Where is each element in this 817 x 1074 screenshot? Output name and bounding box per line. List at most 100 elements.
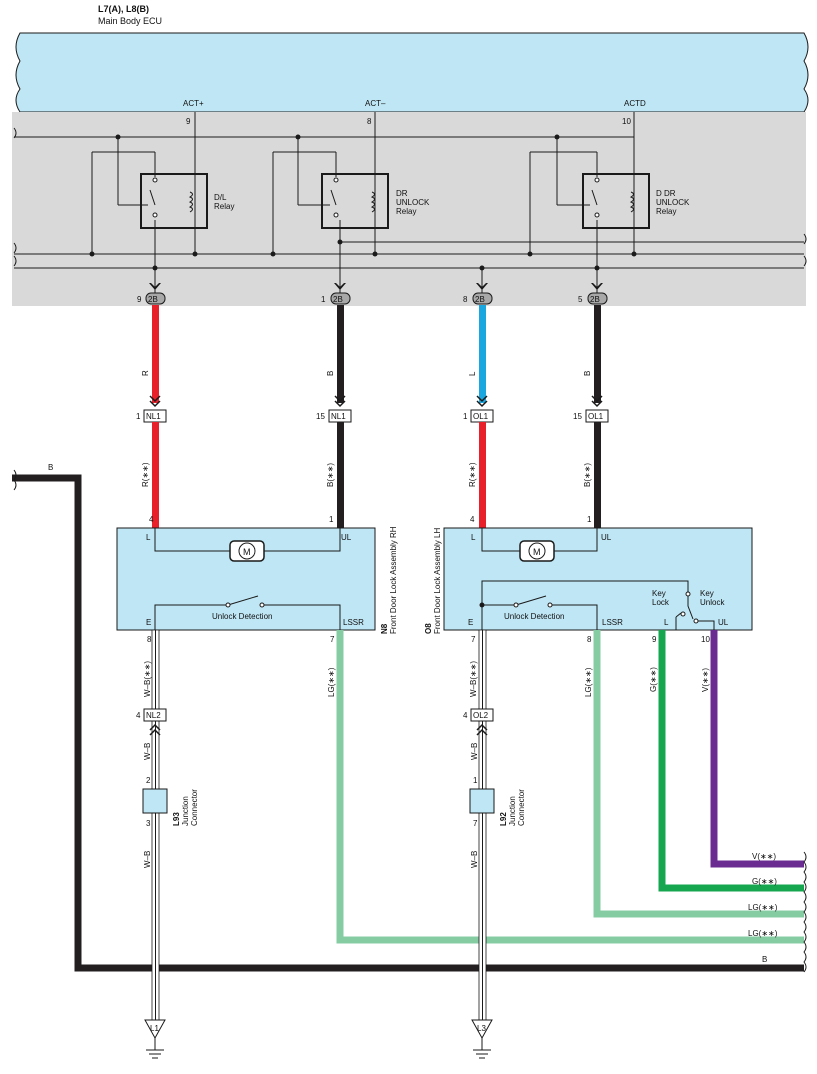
ecu-pin-arrows	[149, 283, 603, 290]
l92-id: L92	[499, 812, 508, 826]
rh-pin-4: 4	[149, 515, 154, 524]
rh-id: N8	[380, 623, 389, 634]
ecu-break-right	[803, 233, 807, 267]
right-wire-labels: V(∗∗) G(∗∗) LG(∗∗) LG(∗∗)	[748, 852, 778, 938]
actuator-rh: 4 1 L UL M Unlock Detection E LSSR 8 7 N…	[116, 515, 398, 644]
l93-name: JunctionConnector	[181, 789, 199, 826]
conn-nl1-b: NL1	[331, 412, 346, 421]
l93-id: L93	[172, 812, 181, 826]
wire-label-b-ss-2: B(∗∗)	[583, 463, 592, 487]
conn-nl2: NL2	[146, 711, 161, 720]
rh-motor-icon: M	[243, 547, 251, 557]
right-label-lg-2: LG(∗∗)	[748, 929, 778, 938]
terminal-act-minus-pin: 8	[367, 117, 372, 126]
label-wb-rh: W–B(∗∗)	[143, 661, 152, 697]
rh-pin-7: 7	[330, 635, 335, 644]
conn-ol2: OL2	[473, 711, 489, 720]
pin-2b-3-num: 8	[463, 295, 468, 304]
rh-switch-label: Unlock Detection	[212, 612, 272, 621]
top-wires	[152, 305, 601, 403]
right-label-v: V(∗∗)	[752, 852, 776, 861]
conn-nl1-b-pin: 15	[316, 412, 325, 421]
right-label-g: G(∗∗)	[752, 877, 777, 886]
lh-name: Front Door Lock Assembly LH	[433, 528, 442, 634]
l92-pin-out: 7	[473, 819, 478, 828]
label-lg-rh: LG(∗∗)	[327, 667, 336, 697]
ecu-body	[15, 32, 809, 113]
wire-label-b-2: B	[583, 371, 592, 376]
label-v-lh: V(∗∗)	[701, 668, 710, 692]
ground-l1-label: L1	[150, 1024, 159, 1033]
pin-2b-1-num: 9	[137, 295, 142, 304]
conn-nl2-pin: 4	[136, 711, 141, 720]
mid-connectors: NL1 1 NL1 15 OL1 1 OL1 15	[136, 395, 609, 423]
wire-b-top-1	[337, 305, 344, 403]
wire-label-r-ss-1: R(∗∗)	[141, 462, 150, 487]
rh-pin-8: 8	[147, 635, 152, 644]
terminal-act-plus: ACT+	[183, 99, 204, 108]
lh-pin-9: 9	[652, 635, 657, 644]
l93-pin-out: 3	[146, 819, 151, 828]
wire-label-r-ss-2: R(∗∗)	[468, 462, 477, 487]
right-edge-breaks	[803, 851, 807, 973]
lh-pin-7: 7	[471, 635, 476, 644]
terminal-act-plus-pin: 9	[186, 117, 191, 126]
left-b-wire: B B	[12, 463, 804, 972]
lh-pin-4: 4	[470, 515, 475, 524]
lh-pin-1: 1	[587, 515, 592, 524]
lh-motor-icon: M	[533, 547, 541, 557]
junction-l92: 1 7 L92 JunctionConnector W–B	[469, 776, 526, 868]
pin-2b-4: 2B	[590, 295, 600, 304]
lh-term-ul: UL	[601, 533, 612, 542]
ecu-name: Main Body ECU	[98, 16, 162, 26]
pin-2b-4-num: 5	[578, 295, 583, 304]
left-wire-label: B	[48, 463, 53, 472]
pin-2b-2: 2B	[333, 295, 343, 304]
label-wb-l92-in: W–B	[470, 743, 479, 760]
l93-pin-in: 2	[146, 776, 151, 785]
wb-wires	[151, 629, 487, 1026]
wire-l-top	[479, 305, 486, 403]
conn-ol1-b: OL1	[588, 412, 604, 421]
lh-switch-label: Unlock Detection	[504, 612, 564, 621]
rh-term-ul: UL	[341, 533, 352, 542]
label-wb-l92-out: W–B	[470, 851, 479, 868]
lower-color-wires	[336, 630, 804, 944]
l92-pin-in: 1	[473, 776, 478, 785]
right-wire-label-b: B	[762, 955, 767, 964]
lh-term-e: E	[468, 618, 473, 627]
ground-l3-label: L3	[477, 1024, 486, 1033]
terminal-actd: ACTD	[624, 99, 646, 108]
terminal-act-minus: ACT–	[365, 99, 386, 108]
rh-term-l: L	[146, 533, 151, 542]
label-wb-l93-in: W–B	[143, 743, 152, 760]
rh-term-lssr: LSSR	[343, 618, 364, 627]
mid-wires	[152, 422, 601, 528]
conn-nl1-a: NL1	[146, 412, 161, 421]
label-wb-lh: W–B(∗∗)	[469, 661, 478, 697]
ecu-id: L7(A), L8(B)	[98, 4, 149, 14]
label-g-lh: G(∗∗)	[649, 667, 658, 692]
rh-pin-1: 1	[329, 515, 334, 524]
l92-name: JunctionConnector	[508, 789, 526, 826]
ecu-terminals: ACT+ 9 ACT– 8 ACTD 10	[183, 99, 646, 126]
lh-id: O8	[424, 623, 433, 634]
lh-term-l: L	[471, 533, 476, 542]
wire-r-top	[152, 305, 159, 403]
wire-label-r: R	[141, 370, 150, 376]
wire-label-l: L	[468, 371, 477, 376]
conn-ol1-b-pin: 15	[573, 412, 582, 421]
low-connectors: NL2 4 OL2 4 W–B W–B	[136, 708, 494, 760]
mid-wire-labels: R(∗∗) B(∗∗) R(∗∗) B(∗∗)	[141, 462, 592, 487]
conn-ol1-a-pin: 1	[463, 412, 468, 421]
lower-wire-labels: W–B(∗∗) LG(∗∗) W–B(∗∗) LG(∗∗) G(∗∗) V(∗∗…	[143, 661, 710, 697]
wire-b-top-2	[594, 305, 601, 403]
